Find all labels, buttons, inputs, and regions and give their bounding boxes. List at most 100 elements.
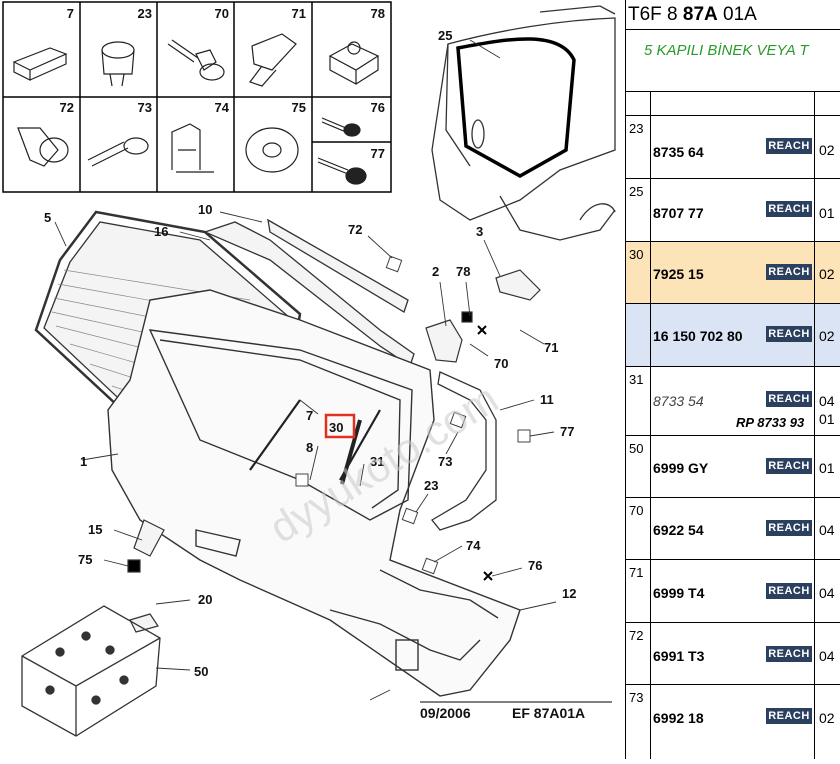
column-divider <box>650 92 651 759</box>
callout-74: 74 <box>466 538 481 553</box>
grid-label-23: 23 <box>138 6 152 21</box>
column-header-row <box>626 92 840 116</box>
vehicle-subtitle-cell: 5 KAPILI BİNEK VEYA T <box>626 30 840 92</box>
header-suffix: 01A <box>717 4 757 25</box>
part-number[interactable]: 6922 54 <box>653 522 704 538</box>
quantity: 01 <box>819 460 835 476</box>
grid-label-76: 76 <box>371 100 385 115</box>
parts-row[interactable]: 23 8735 64 REACH 02 <box>626 116 840 179</box>
callout-8: 8 <box>306 440 313 455</box>
callout-30: 30 <box>329 420 343 435</box>
replacement-part-number[interactable]: RP 8733 93 <box>736 415 805 430</box>
grid-label-72: 72 <box>60 100 74 115</box>
part-number[interactable]: 16 150 702 80 <box>653 328 743 344</box>
callout-71: 71 <box>544 340 558 355</box>
exploded-parts-diagram: 7 23 70 71 78 72 73 74 75 76 77 <box>2 1 616 737</box>
callout-78: 78 <box>456 264 470 279</box>
callout-20: 20 <box>198 592 212 607</box>
callout-25: 25 <box>438 28 452 43</box>
grid-label-77: 77 <box>371 146 385 161</box>
parts-row[interactable]: 70 6922 54 REACH 04 <box>626 498 840 560</box>
callout-72: 72 <box>348 222 362 237</box>
callout-15: 15 <box>88 522 102 537</box>
reach-badge: REACH <box>766 391 812 407</box>
quantity: 01 <box>819 205 835 221</box>
grid-label-71: 71 <box>292 6 306 21</box>
reach-badge: REACH <box>766 326 812 342</box>
quantity: 04 <box>819 585 835 601</box>
x-markers <box>477 325 493 581</box>
parts-row-highlighted[interactable]: 30 7925 15 REACH 02 <box>626 242 840 304</box>
part-number[interactable]: 6999 GY <box>653 460 709 476</box>
quantity: 04 <box>819 648 835 664</box>
header-code: 87A <box>682 4 718 25</box>
callout-23: 23 <box>424 478 438 493</box>
reach-badge: REACH <box>766 138 812 154</box>
part-number[interactable]: 6999 T4 <box>653 585 705 601</box>
row-ref: 71 <box>629 565 644 580</box>
callout-73: 73 <box>438 454 452 469</box>
hinges <box>127 269 541 633</box>
reach-badge: REACH <box>766 520 812 536</box>
reference-header: T6F 8 87A 01A <box>626 0 840 30</box>
clip-markers <box>295 255 531 575</box>
reach-badge: REACH <box>766 264 812 280</box>
callout-12: 12 <box>562 586 576 601</box>
callout-77: 77 <box>560 424 574 439</box>
tailgate <box>107 289 521 697</box>
quantity: 04 <box>819 522 835 538</box>
reach-badge: REACH <box>766 646 812 662</box>
parts-row[interactable]: 72 6991 T3 REACH 04 <box>626 623 840 685</box>
grid-labels: 7 23 70 71 78 72 73 74 75 76 77 <box>60 6 385 161</box>
callout-75: 75 <box>78 552 92 567</box>
grid-label-70: 70 <box>215 6 229 21</box>
part-number[interactable]: 6991 T3 <box>653 648 705 664</box>
parts-row[interactable]: 71 6999 T4 REACH 04 <box>626 560 840 623</box>
part-number[interactable]: 6992 18 <box>653 710 704 726</box>
reach-badge: REACH <box>766 458 812 474</box>
part-number[interactable]: 8733 54 <box>653 393 704 409</box>
gas-strut <box>249 399 381 485</box>
column-divider <box>814 92 815 759</box>
callout-5: 5 <box>44 210 51 225</box>
spoiler <box>203 218 415 368</box>
parts-row-highlighted[interactable]: 16 150 702 80 REACH 02 <box>626 304 840 367</box>
header-prefix: T6F 8 <box>628 4 683 25</box>
callout-11: 11 <box>540 392 554 407</box>
callout-31: 31 <box>370 454 384 469</box>
row-ref: 73 <box>629 690 644 705</box>
highlight-box-30 <box>324 413 356 439</box>
callout-76: 76 <box>528 558 542 573</box>
grid-part-drawings <box>12 33 380 185</box>
grid-label-78: 78 <box>371 6 385 21</box>
leader-lines <box>54 39 557 701</box>
quantity: 02 <box>819 710 835 726</box>
parts-row[interactable]: 25 8707 77 REACH 01 <box>626 179 840 242</box>
callout-1: 1 <box>80 454 87 469</box>
row-ref: 25 <box>629 184 644 199</box>
parts-row[interactable]: 50 6999 GY REACH 01 <box>626 436 840 498</box>
parts-row[interactable]: 31 8733 54 REACH 04 RP 8733 93 01 <box>626 367 840 436</box>
callout-50: 50 <box>194 664 208 679</box>
parts-row[interactable]: 73 6992 18 REACH 02 <box>626 685 840 747</box>
reach-badge: REACH <box>766 201 812 217</box>
clip-kit-box <box>21 605 161 737</box>
reach-badge: REACH <box>766 708 812 724</box>
grid-label-7: 7 <box>67 6 74 21</box>
quantity: 02 <box>819 142 835 158</box>
part-number[interactable]: 7925 15 <box>653 266 704 282</box>
callout-70: 70 <box>494 356 508 371</box>
grid-label-74: 74 <box>215 100 230 115</box>
car-thumbnail <box>431 5 616 241</box>
row-ref: 70 <box>629 503 644 518</box>
part-number[interactable]: 8735 64 <box>653 144 704 160</box>
callout-7: 7 <box>306 408 313 423</box>
quantity: 02 <box>819 266 835 282</box>
row-ref: 72 <box>629 628 644 643</box>
row-ref: 50 <box>629 441 644 456</box>
callout-16: 16 <box>154 224 168 239</box>
part-number[interactable]: 8707 77 <box>653 205 704 221</box>
vehicle-subtitle: 5 KAPILI BİNEK VEYA T <box>644 42 809 59</box>
parts-list-panel: T6F 8 87A 01A 5 KAPILI BİNEK VEYA T 23 8… <box>625 0 840 759</box>
callout-numbers: 25 5 16 10 72 3 2 78 71 70 11 77 7 30 8 … <box>44 28 576 679</box>
